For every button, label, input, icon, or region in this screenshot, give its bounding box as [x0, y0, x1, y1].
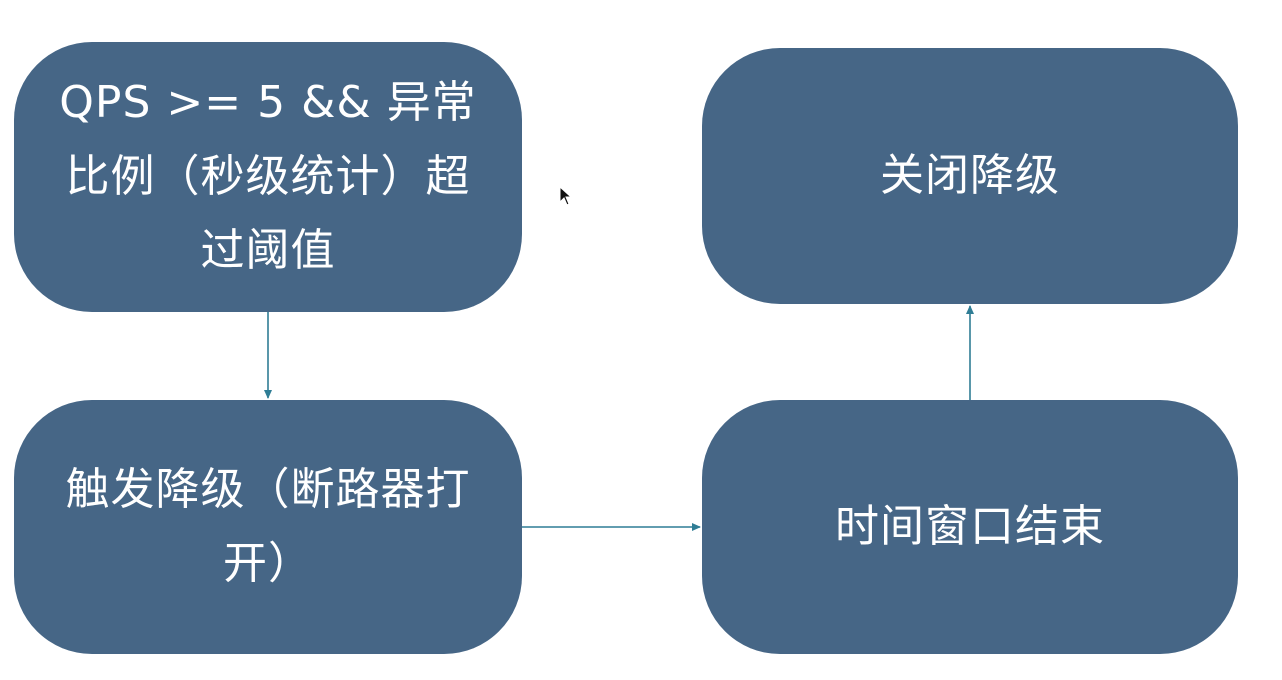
- node-threshold: QPS >= 5 && 异常比例（秒级统计）超过阈值: [14, 42, 522, 312]
- node-window-end: 时间窗口结束: [702, 400, 1238, 654]
- node-close-label: 关闭降级: [880, 150, 1060, 201]
- node-trigger-label: 触发降级（断路器打开）: [65, 464, 471, 589]
- node-close-degrade: 关闭降级: [702, 48, 1238, 304]
- node-trigger-degrade: 触发降级（断路器打开）: [14, 400, 522, 654]
- mouse-pointer-icon: [559, 186, 573, 206]
- node-threshold-label: QPS >= 5 && 异常比例（秒级统计）超过阈值: [59, 77, 477, 276]
- node-window-end-label: 时间窗口结束: [835, 501, 1105, 552]
